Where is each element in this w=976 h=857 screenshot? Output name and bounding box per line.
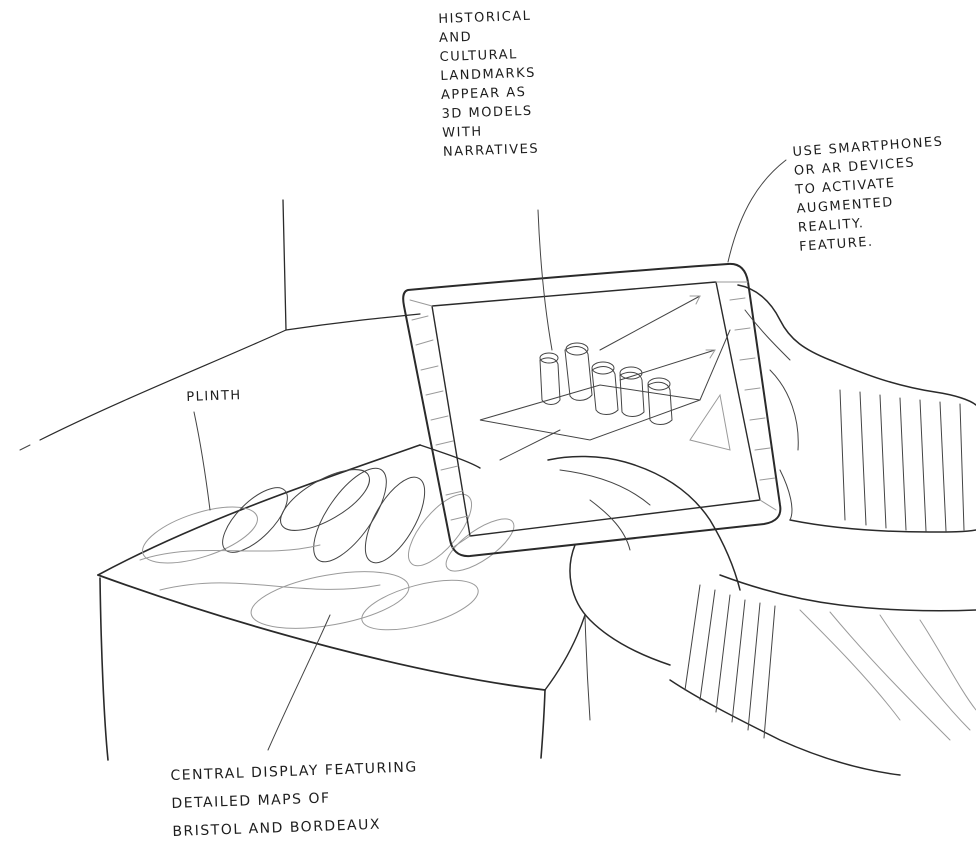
ar-landmark-models xyxy=(480,296,730,460)
hands-sketch xyxy=(548,285,976,775)
annotation-line: PLINTH xyxy=(186,386,242,407)
display-annotation: CENTRAL DISPLAY FEATURING DETAILED MAPS … xyxy=(170,753,420,846)
annotation-line: 3D MODELS xyxy=(441,102,538,124)
annotation-line: HISTORICAL xyxy=(438,7,535,29)
room-walls xyxy=(20,200,420,450)
landmarks-annotation: HISTORICAL AND CULTURAL LANDMARKS APPEAR… xyxy=(438,7,539,162)
devices-annotation: USE SMARTPHONES OR AR DEVICES TO ACTIVAT… xyxy=(792,132,951,256)
map-display-surface xyxy=(136,457,521,640)
plinth-box xyxy=(98,445,590,760)
annotation-line: NARRATIVES xyxy=(443,140,540,162)
leader-lines xyxy=(194,160,786,750)
tablet-device xyxy=(403,264,780,556)
plinth-annotation: PLINTH xyxy=(186,386,242,407)
